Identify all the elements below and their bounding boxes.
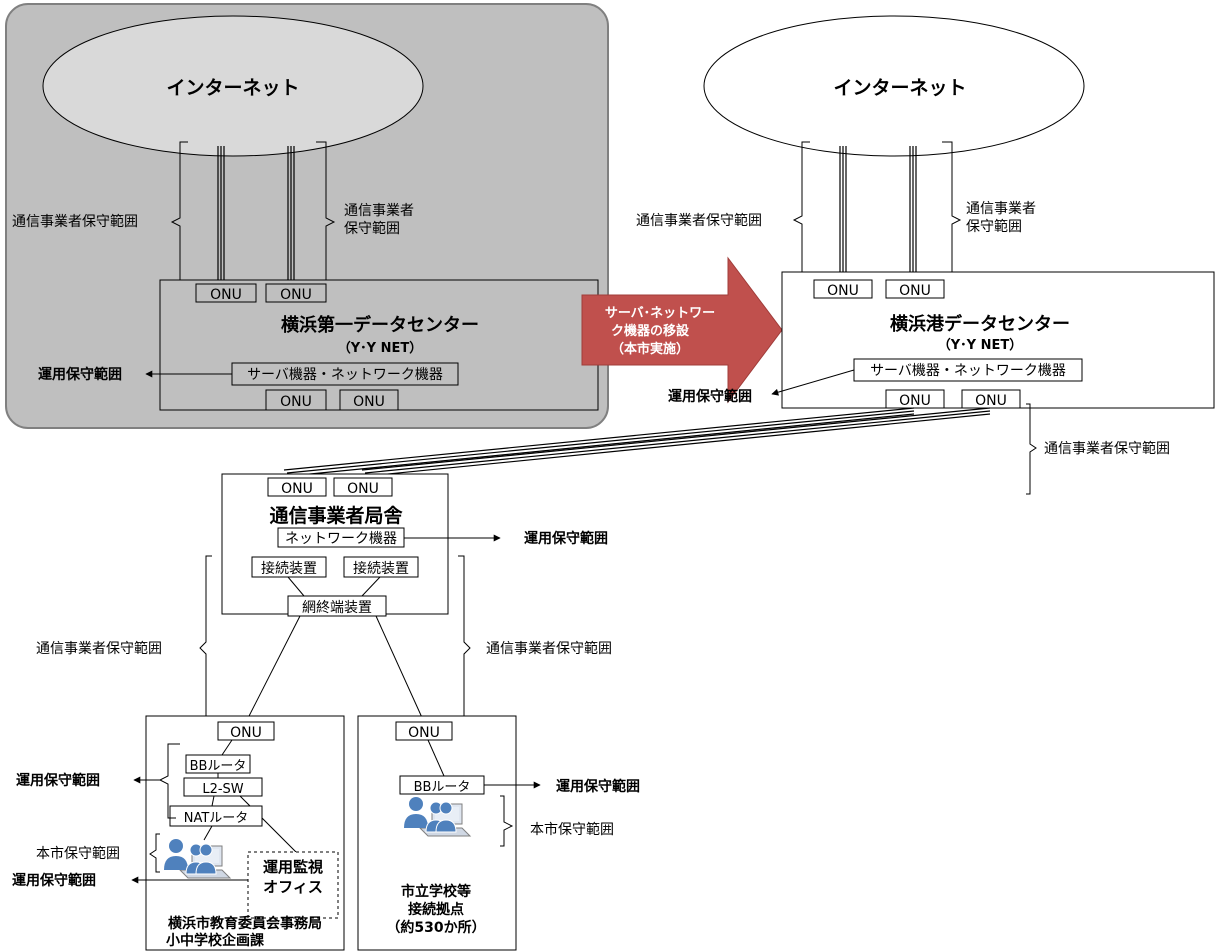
schools-onu xyxy=(395,721,453,741)
old-internet-cloud xyxy=(42,15,424,157)
old-datacenter-subtitle: （Y･Y NET） xyxy=(338,340,422,356)
board-office: ONU BBルータ L2-SW NATルータ 運用保守範囲 本市保守範囲 運用監… xyxy=(12,715,345,951)
schools-city-scope-label: 本市保守範囲 xyxy=(530,821,614,838)
board-name-1: 横浜市教育委員会事務局 xyxy=(168,915,322,932)
old-carrier-left-label: 通信事業者保守範囲 xyxy=(12,213,138,230)
new-internet-cloud xyxy=(703,15,1085,157)
schools-name-2: 接続拠点 xyxy=(408,901,464,918)
migration-label-3: （本市実施） xyxy=(611,341,689,357)
schools-site: ONU BBルータ 運用保守範囲 本市保守範囲 市立学校等 接続拠点 （約530… xyxy=(357,715,640,951)
new-datacenter: インターネット 通信事業者保守範囲 通信事業者 保守範囲 ONU ONU 横浜港… xyxy=(636,15,1215,495)
new-datacenter-subtitle: （Y･Y NET） xyxy=(938,337,1022,353)
office-carrier-left-label: 通信事業者保守範囲 xyxy=(36,640,162,657)
board-onu xyxy=(217,721,275,741)
schools-bb-router-label: BBルータ xyxy=(414,780,471,795)
old-datacenter-panel: インターネット 通信事業者保守範囲 通信事業者 保守範囲 ONU ONU 横浜第… xyxy=(5,3,609,429)
office-network-device-label: ネットワーク機器 xyxy=(285,531,397,547)
board-name-2: 小中学校企画課 xyxy=(166,932,265,949)
board-ops-label-2: 運用保守範囲 xyxy=(12,872,96,889)
old-datacenter-title: 横浜第一データセンター xyxy=(281,314,479,336)
old-internet-lines xyxy=(217,146,295,286)
migration-label-2: ク機器の移設 xyxy=(611,323,690,339)
new-internet-label: インターネット xyxy=(833,77,966,99)
carrier-office: ONU ONU 通信事業者局舎 ネットワーク機器 運用保守範囲 接続装置 接続装… xyxy=(36,473,612,737)
old-onu-top-1-label: ONU xyxy=(210,287,242,303)
office-onu-2-label: ONU xyxy=(347,481,379,497)
office-terminal xyxy=(287,595,387,617)
old-ops-label: 運用保守範囲 xyxy=(38,366,122,383)
office-onu-1 xyxy=(267,477,327,497)
new-internet-lines xyxy=(839,146,917,284)
old-onu-top-2-label: ONU xyxy=(280,287,312,303)
old-carrier-right-label-1: 通信事業者 xyxy=(344,203,414,219)
board-monitor-label-1: 運用監視 xyxy=(263,858,323,876)
office-onu-1-label: ONU xyxy=(281,481,313,497)
old-onu-bottom-2-label: ONU xyxy=(353,394,385,410)
board-monitor-office xyxy=(247,851,339,919)
schools-name-3: （約530か所） xyxy=(386,919,485,936)
board-nat-router-label: NATルータ xyxy=(184,811,249,826)
link-to-schools xyxy=(375,615,425,723)
schools-name-1: 市立学校等 xyxy=(401,883,471,900)
office-brace-right xyxy=(452,555,471,737)
new-datacenter-title: 横浜港データセンター xyxy=(890,313,1070,335)
new-onu-bottom-1-label: ONU xyxy=(899,393,931,409)
office-ops-label: 運用保守範囲 xyxy=(524,530,608,547)
office-terminal-label: 網終端装置 xyxy=(302,600,372,616)
new-ops-label: 運用保守範囲 xyxy=(668,388,752,405)
new-onu-top-1-label: ONU xyxy=(827,283,859,299)
new-onu-bottom-2 xyxy=(961,389,1021,409)
board-l2sw xyxy=(183,777,263,797)
office-brace-left xyxy=(199,555,218,737)
migration-arrow: サーバ･ネットワー ク機器の移設 （本市実施） xyxy=(581,256,783,404)
new-carrier-left-label: 通信事業者保守範囲 xyxy=(636,212,762,229)
new-ops-arrow xyxy=(771,369,855,396)
board-monitor-label-2: オフィス xyxy=(263,878,323,896)
schools-ops-label: 運用保守範囲 xyxy=(556,778,640,795)
office-onu-2 xyxy=(333,477,393,497)
old-onu-top-2 xyxy=(265,283,327,303)
board-ops-label-1: 運用保守範囲 xyxy=(16,772,100,789)
link-to-board xyxy=(245,615,301,723)
office-connector-right-label: 接続装置 xyxy=(353,560,409,577)
office-connector-left-label: 接続装置 xyxy=(261,560,317,577)
new-onu-top-2-label: ONU xyxy=(899,283,931,299)
new-onu-bottom-1 xyxy=(885,389,945,409)
board-nat-router xyxy=(169,805,263,827)
new-carrier-right-label-1: 通信事業者 xyxy=(966,201,1036,217)
old-carrier-right-label-2: 保守範囲 xyxy=(344,220,400,237)
office-connector-left xyxy=(251,556,327,578)
new-carrier-right-label-2: 保守範囲 xyxy=(966,218,1022,235)
board-city-brace xyxy=(149,833,160,873)
old-onu-top-1 xyxy=(195,283,257,303)
new-onu-top-1 xyxy=(813,279,873,299)
office-carrier-right-label: 通信事業者保守範囲 xyxy=(486,640,612,657)
new-brace-bottom xyxy=(1026,403,1037,495)
schools-onu-label: ONU xyxy=(408,725,440,741)
old-onu-bottom-1 xyxy=(265,389,327,411)
old-onu-bottom-2 xyxy=(339,389,399,411)
office-connector-right xyxy=(343,556,419,578)
board-bb-router-label: BBルータ xyxy=(190,759,247,774)
new-onu-bottom-2-label: ONU xyxy=(975,393,1007,409)
migration-label-1: サーバ･ネットワー xyxy=(605,306,715,321)
old-equipment-label: サーバ機器・ネットワーク機器 xyxy=(247,367,443,383)
new-onu-top-2 xyxy=(885,279,945,299)
dc-to-office-lines xyxy=(283,407,991,477)
board-l2sw-label: L2-SW xyxy=(202,782,243,797)
board-onu-label: ONU xyxy=(230,725,262,741)
schools-city-brace xyxy=(500,795,514,847)
board-city-scope-label: 本市保守範囲 xyxy=(36,845,120,862)
new-carrier-scope-label: 通信事業者保守範囲 xyxy=(1044,440,1170,457)
new-equipment-label: サーバ機器・ネットワーク機器 xyxy=(870,363,1066,379)
carrier-office-title: 通信事業者局舎 xyxy=(269,504,403,527)
old-internet-label: インターネット xyxy=(166,77,299,99)
old-onu-bottom-1-label: ONU xyxy=(280,394,312,410)
